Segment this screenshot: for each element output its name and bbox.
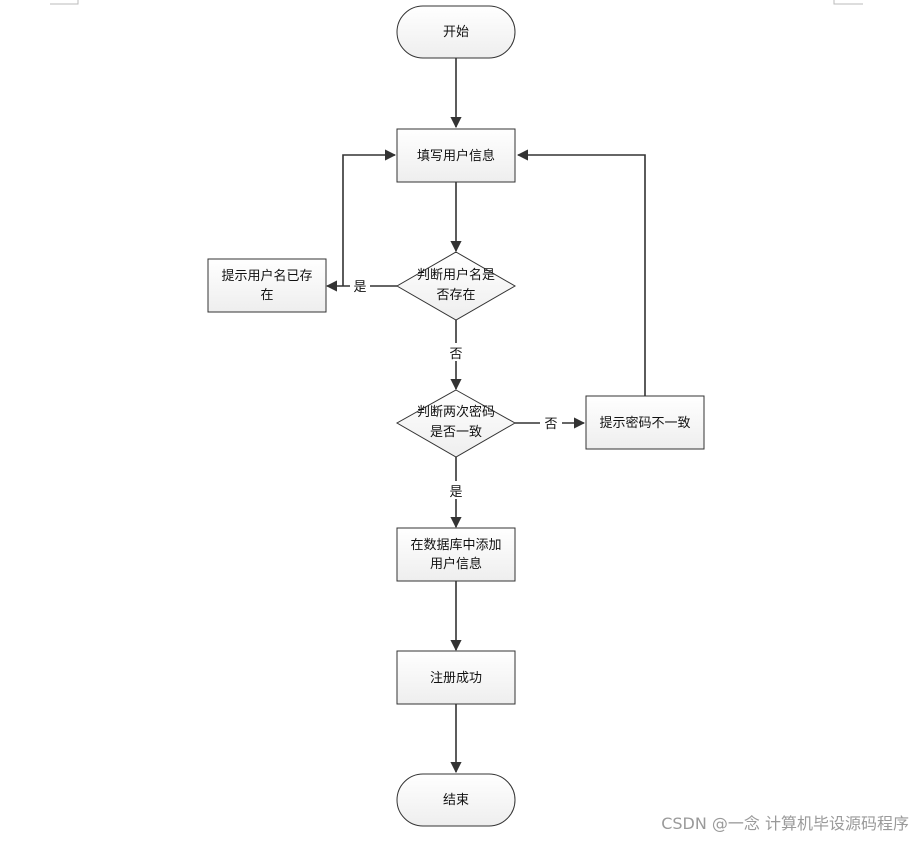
edge-label-user-no: 否 [449, 347, 462, 362]
page-corner-marks [50, 0, 863, 5]
fill-info-node: 填写用户信息 [396, 128, 516, 183]
edge-exists-to-fill [342, 149, 397, 286]
edge-label-pwd-yes: 是 [449, 485, 462, 500]
check-pwd-decision: 判断两次密码 是否一致 [395, 389, 517, 458]
user-exists-label-line2: 在 [260, 288, 273, 303]
user-exists-label-line1: 提示用户名已存 [221, 268, 312, 284]
user-exists-node: 提示用户名已存 在 [207, 258, 327, 313]
check-user-label-line2: 否存在 [436, 288, 475, 303]
check-pwd-label-line1: 判断两次密码 [417, 404, 495, 420]
add-db-label-line1: 在数据库中添加 [410, 537, 501, 553]
watermark: CSDN @一念 计算机毕设源码程序 [661, 814, 909, 833]
edge-mismatch-to-fill [516, 149, 646, 396]
pwd-mismatch-label: 提示密码不一致 [599, 415, 690, 431]
end-node: 结束 [396, 773, 516, 827]
success-node: 注册成功 [396, 650, 516, 705]
fill-info-label: 填写用户信息 [417, 148, 495, 164]
edge-label-user-yes: 是 [353, 280, 366, 295]
start-label: 开始 [443, 25, 469, 40]
check-user-label-line1: 判断用户名是 [417, 267, 495, 283]
add-db-node: 在数据库中添加 用户信息 [396, 527, 516, 582]
success-label: 注册成功 [430, 671, 482, 686]
pwd-mismatch-node: 提示密码不一致 [585, 395, 705, 450]
edge-label-pwd-no: 否 [544, 417, 557, 432]
check-pwd-label-line2: 是否一致 [430, 425, 482, 440]
add-db-label-line2: 用户信息 [430, 556, 482, 572]
end-label: 结束 [443, 793, 469, 808]
start-node: 开始 [396, 5, 516, 59]
check-user-decision: 判断用户名是 否存在 [395, 251, 517, 321]
